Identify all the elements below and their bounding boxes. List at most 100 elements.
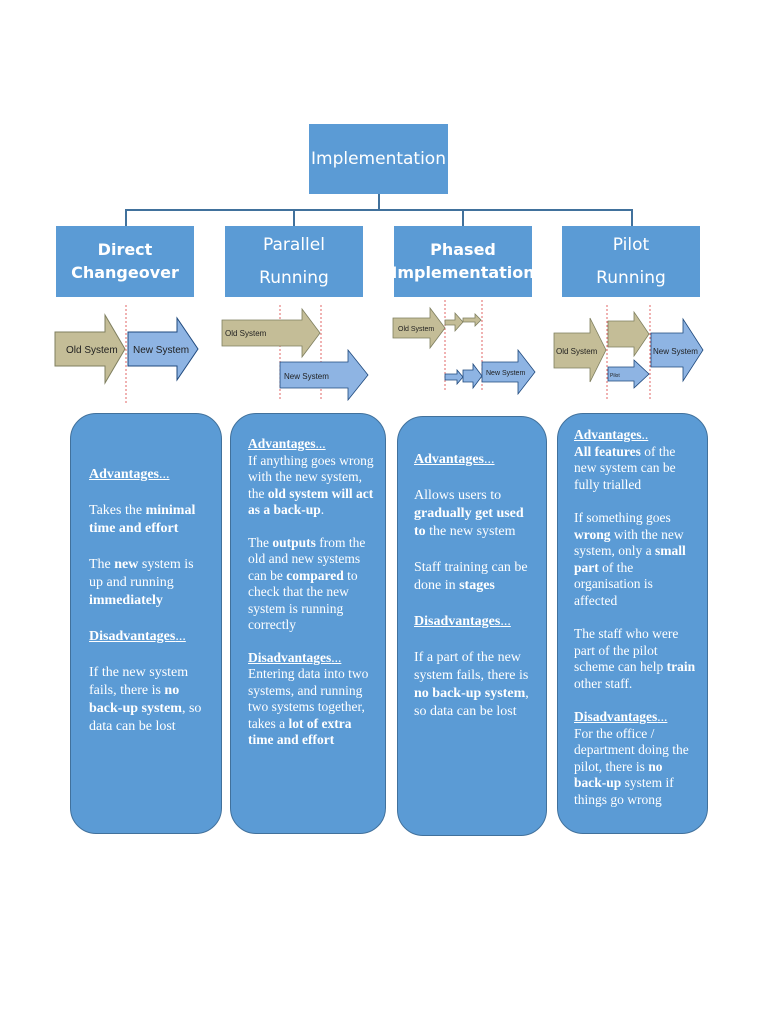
emphasis: lot of extra time and effort bbox=[248, 715, 352, 748]
phased-implementation-diagram: Old System New System bbox=[392, 300, 536, 396]
old-phase-arrow-2 bbox=[462, 313, 482, 327]
text: , so data can be lost bbox=[89, 701, 202, 734]
text: from the old and new systems can be bbox=[248, 534, 366, 583]
text: Staff training can be done in bbox=[414, 560, 528, 593]
emphasis: no back-up bbox=[574, 758, 663, 791]
text: to check that the new system is running … bbox=[248, 567, 358, 633]
advantages-suffix: ... bbox=[315, 436, 326, 451]
new-phase-arrow-1 bbox=[444, 368, 464, 386]
advantages-suffix: .. bbox=[641, 427, 649, 442]
connector-direct bbox=[125, 209, 127, 226]
advantage-item: The staff who were part of the pilot sch… bbox=[574, 626, 697, 692]
emphasis: minimal time and effort bbox=[89, 503, 196, 536]
connector-parallel bbox=[293, 209, 295, 226]
old-system-arrow bbox=[553, 317, 607, 383]
disadvantage-item: For the office / department doing the pi… bbox=[574, 726, 697, 809]
old-system-continuing-arrow bbox=[607, 310, 650, 358]
disadvantages-suffix: ... bbox=[331, 649, 342, 665]
advantages-heading: Advantages bbox=[248, 436, 316, 451]
parallel-running-card: Advantages... If anything goes wrong wit… bbox=[230, 413, 386, 834]
pilot-running-card: Advantages.. All features of the new sys… bbox=[557, 413, 708, 834]
emphasis: compared bbox=[286, 567, 344, 583]
advantages-section: Advantages... bbox=[414, 451, 534, 469]
direct-changeover-title-line1: Direct bbox=[97, 240, 153, 260]
pilot-label: Pilot bbox=[610, 373, 620, 379]
text: of the new system can be fully trialled bbox=[574, 443, 676, 492]
emphasis: outputs bbox=[272, 534, 316, 550]
parallel-running-title-line1: Parallel bbox=[263, 235, 325, 256]
text: system if things go wrong bbox=[574, 775, 674, 807]
new-system-label: New System bbox=[653, 347, 698, 356]
text: Takes the bbox=[89, 503, 146, 518]
parallel-running-diagram: Old System New System bbox=[221, 305, 369, 402]
old-system-arrow bbox=[221, 307, 321, 359]
old-system-arrow bbox=[392, 306, 446, 350]
pilot-running-diagram: Old System Pilot New System bbox=[553, 305, 704, 400]
disadvantage-item: If a part of the new system fails, there… bbox=[414, 649, 534, 721]
emphasis: immediately bbox=[89, 593, 163, 608]
disadvantages-heading: Disadvantages bbox=[248, 649, 332, 665]
pilot-arrow bbox=[607, 359, 650, 389]
text: with the new system, only a bbox=[574, 526, 684, 559]
disadvantages-section: Disadvantages... bbox=[414, 613, 534, 631]
text: The staff who were part of the pilot sch… bbox=[574, 626, 679, 674]
connector-phased bbox=[462, 209, 464, 226]
emphasis: wrong bbox=[574, 526, 611, 542]
direct-changeover-diagram: Old System New System bbox=[54, 305, 199, 405]
parallel-running-title-line2: Running bbox=[259, 267, 329, 288]
advantage-item: All features of the new system can be fu… bbox=[574, 444, 697, 494]
advantage-item: Staff training can be done in stages bbox=[414, 559, 534, 595]
old-system-label: Old System bbox=[225, 329, 267, 338]
advantage-item: Takes the minimal time and effort bbox=[89, 502, 207, 538]
root-stem-connector bbox=[378, 194, 380, 210]
advantage-item: If anything goes wrong with the new syst… bbox=[248, 453, 375, 519]
disadvantages-suffix: ... bbox=[175, 629, 186, 644]
disadvantages-suffix: ... bbox=[657, 709, 668, 724]
emphasis: train bbox=[666, 659, 696, 674]
direct-changeover-box: Direct Changeover bbox=[56, 226, 194, 297]
emphasis: new bbox=[114, 557, 139, 572]
text: If a part of the new system fails, there… bbox=[414, 650, 529, 683]
disadvantages-heading: Disadvantages bbox=[414, 614, 501, 629]
text: If anything goes wrong with the new syst… bbox=[248, 452, 374, 501]
emphasis: All features bbox=[574, 443, 641, 459]
advantages-heading: Advantages bbox=[89, 467, 160, 482]
new-system-label: New System bbox=[486, 370, 525, 377]
emphasis: no back-up system bbox=[414, 686, 526, 701]
advantages-suffix: ... bbox=[159, 467, 170, 482]
disadvantage-item: Entering data into two systems, and runn… bbox=[248, 666, 375, 749]
new-system-arrow bbox=[127, 316, 199, 382]
emphasis: stages bbox=[459, 578, 495, 593]
advantages-section: Advantages... bbox=[248, 436, 375, 453]
new-system-label: New System bbox=[133, 345, 189, 356]
advantages-heading: Advantages bbox=[414, 452, 485, 467]
disadvantage-item: If the new system fails, there is no bac… bbox=[89, 664, 207, 736]
direct-changeover-card: Advantages... Takes the minimal time and… bbox=[70, 413, 222, 834]
horizontal-bus-connector bbox=[125, 209, 632, 211]
root-label: Implementation bbox=[311, 149, 446, 169]
advantages-suffix: ... bbox=[484, 452, 495, 467]
emphasis: small part bbox=[574, 543, 686, 575]
disadvantages-section: Disadvantages... bbox=[248, 650, 375, 667]
text: . bbox=[320, 502, 325, 517]
text: The bbox=[248, 534, 273, 550]
text: The bbox=[89, 557, 115, 572]
emphasis: no back-up system bbox=[89, 683, 182, 716]
text: system is up and running bbox=[89, 557, 194, 590]
implementation-root-box: Implementation bbox=[309, 124, 448, 194]
advantage-item: If something goes wrong with the new sys… bbox=[574, 510, 697, 609]
disadvantages-suffix: ... bbox=[500, 614, 511, 629]
phased-implementation-title-line1: Phased bbox=[430, 240, 496, 260]
text: other staff. bbox=[574, 675, 633, 691]
new-system-arrow bbox=[481, 348, 536, 396]
pilot-running-title-line1: Pilot bbox=[612, 235, 650, 256]
old-system-label: Old System bbox=[66, 345, 118, 356]
text: , so data can be lost bbox=[414, 686, 529, 719]
phased-implementation-box: Phased Implementation bbox=[391, 226, 535, 297]
old-system-label: Old System bbox=[556, 347, 598, 356]
advantages-section: Advantages... bbox=[89, 466, 207, 484]
new-system-arrow bbox=[650, 317, 704, 383]
text: If the new system fails, there is bbox=[89, 665, 189, 698]
advantages-heading: Advantages bbox=[574, 427, 642, 442]
direct-changeover-title-line2: Changeover bbox=[71, 262, 179, 282]
